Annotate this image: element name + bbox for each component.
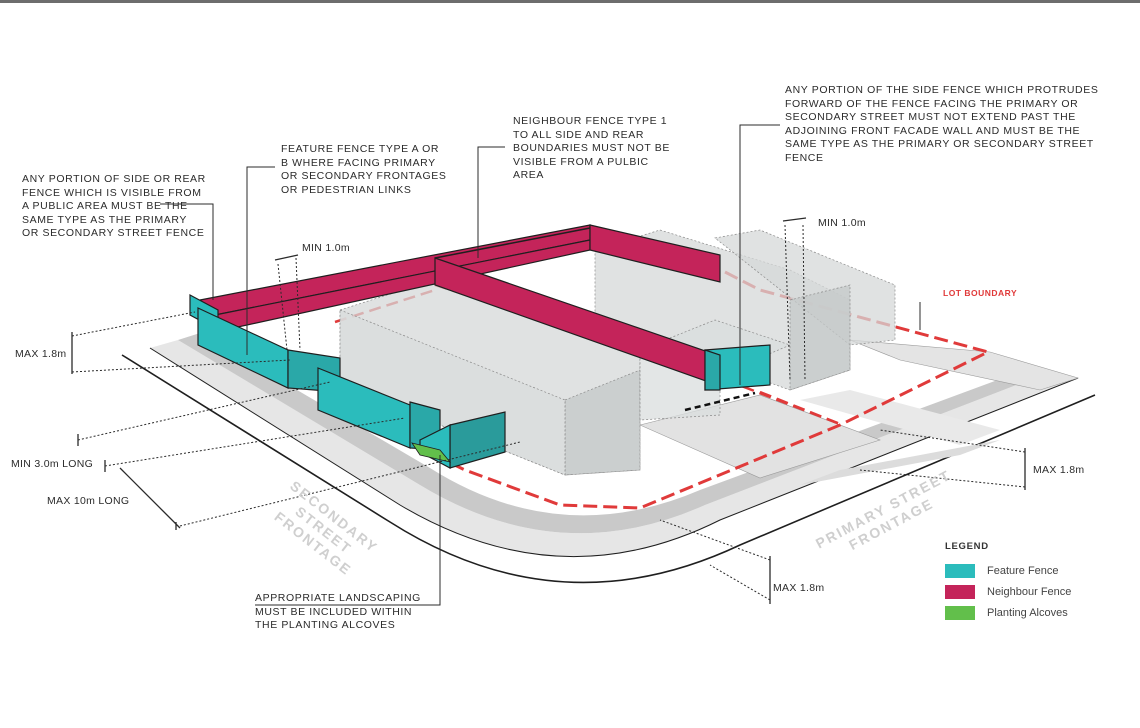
legend-label: Neighbour Fence	[987, 585, 1072, 598]
dim-max-height-bottom: MAX 1.8m	[773, 582, 825, 594]
top-border	[0, 0, 1140, 3]
lot-boundary-label: LOT BOUNDARY	[943, 288, 1018, 298]
dim-min-right: MIN 1.0m	[818, 217, 866, 229]
note-neighbour-fence: NEIGHBOUR FENCE TYPE 1 TO ALL SIDE AND R…	[513, 115, 670, 181]
legend: LEGEND Feature Fence Neighbour Fence Pla…	[945, 541, 1071, 623]
feature-fence	[189, 293, 771, 469]
note-side-rear-fence: ANY PORTION OF SIDE OR REAR FENCE WHICH …	[22, 173, 206, 239]
legend-title: LEGEND	[945, 541, 989, 552]
dim-max-height-right: MAX 1.8m	[1033, 464, 1085, 476]
legend-item-planting-alcoves: Planting Alcoves	[945, 602, 1071, 623]
note-feature-fence: FEATURE FENCE TYPE A OR B WHERE FACING P…	[281, 143, 447, 196]
lot-boundary-line	[329, 270, 993, 510]
legend-swatch	[945, 605, 975, 620]
connector-dashed	[684, 391, 756, 412]
road	[121, 333, 1096, 584]
legend-label: Planting Alcoves	[987, 606, 1068, 619]
note-landscaping: APPROPRIATE LANDSCAPING MUST BE INCLUDED…	[255, 592, 421, 631]
dim-max-height-left: MAX 1.8m	[15, 348, 67, 360]
legend-swatch	[945, 584, 975, 599]
legend-item-feature-fence: Feature Fence	[945, 560, 1071, 581]
note-side-fence-protrudes: ANY PORTION OF THE SIDE FENCE WHICH PROT…	[785, 84, 1099, 164]
leader-lines	[160, 124, 921, 606]
legend-label: Feature Fence	[987, 564, 1059, 577]
legend-swatch	[945, 563, 975, 578]
dim-min-left: MIN 1.0m	[302, 242, 350, 254]
dim-min-long: MIN 3.0m LONG	[11, 458, 94, 470]
dim-max-long: MAX 10m LONG	[47, 495, 130, 507]
neighbour-fence	[198, 224, 721, 387]
dimension-ticks	[71, 217, 1026, 604]
dimension-lines	[71, 224, 1026, 601]
legend-item-neighbour-fence: Neighbour Fence	[945, 581, 1071, 602]
